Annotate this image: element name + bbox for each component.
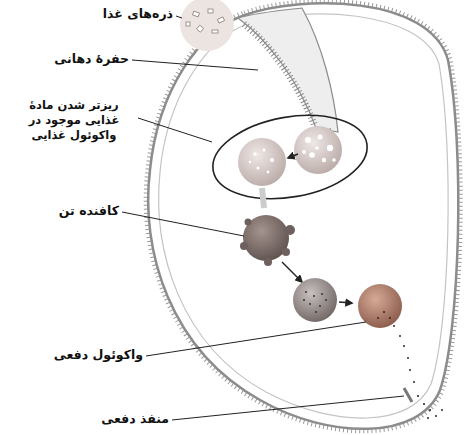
vacuole-dots <box>303 291 327 313</box>
waste-dots <box>377 311 443 419</box>
leader-lines <box>122 16 404 420</box>
process-arrow <box>288 154 298 158</box>
food-vacuole <box>238 138 286 186</box>
highlight-ring <box>206 104 374 210</box>
food-bits <box>186 9 225 33</box>
vacuole-path <box>262 188 264 208</box>
anal-pore <box>404 388 412 402</box>
process-arrow <box>339 302 352 303</box>
vacuole-spots <box>249 149 274 174</box>
part-label: ذره‌های غذا <box>103 6 173 22</box>
digesting-vacuole <box>293 278 337 322</box>
cell-membrane <box>148 3 458 429</box>
part-label: منفذ دفعی <box>101 411 169 427</box>
food-particles <box>180 0 234 51</box>
vacuole-spots <box>302 135 336 163</box>
excretory-vacuole <box>358 284 402 328</box>
part-label: کافنده تن <box>59 203 119 219</box>
food-vacuole <box>294 126 342 174</box>
cilia <box>148 3 458 429</box>
part-label: حفرهٔ دهانی <box>54 51 129 67</box>
oral-cilia <box>244 24 314 124</box>
part-label: ریزتر شدن مادهٔ غذایی موجود در واکوئول غ… <box>13 98 135 143</box>
process-arrow <box>282 262 302 282</box>
lysosome-blobs <box>240 219 295 267</box>
lysosome <box>243 215 289 261</box>
part-label: واکوئول دفعی <box>54 347 143 363</box>
